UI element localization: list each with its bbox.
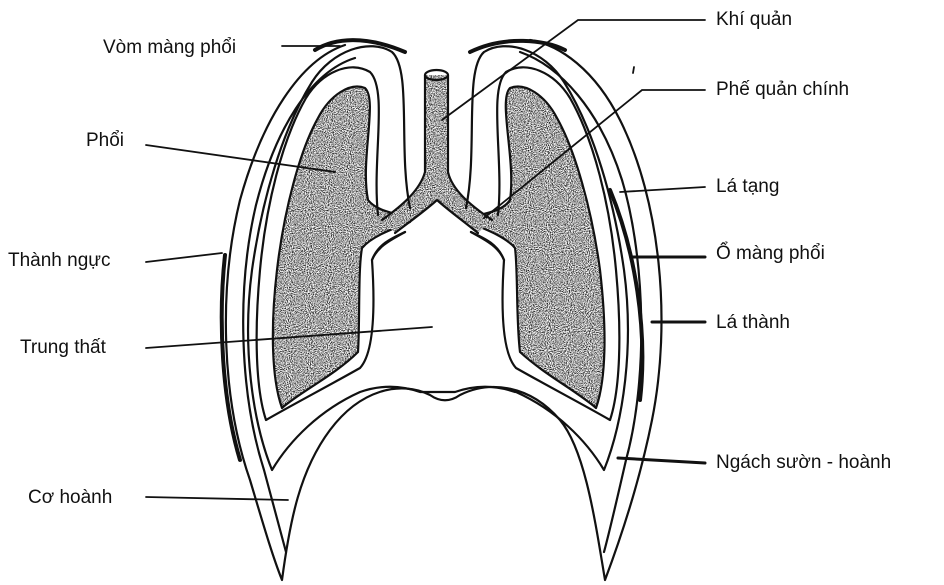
label-ngach-suon-hoanh: Ngách sườn - hoành	[716, 453, 891, 472]
stray-mark	[633, 67, 634, 73]
pleural-dome-right	[470, 41, 565, 52]
label-vom-mang-phoi: Vòm màng phổi	[103, 38, 236, 57]
label-co-hoanh: Cơ hoành	[28, 488, 112, 507]
label-la-tang: Lá tạng	[716, 177, 779, 196]
label-trung-that: Trung thất	[20, 338, 106, 357]
label-o-mang-phoi: Ổ màng phổi	[716, 244, 825, 263]
lung-right	[460, 80, 620, 420]
label-khi-quan: Khí quản	[716, 10, 792, 29]
label-thanh-nguc: Thành ngực	[8, 251, 111, 270]
label-phe-quan-chinh: Phế quản chính	[716, 80, 849, 99]
label-la-thanh: Lá thành	[716, 313, 790, 332]
thoracic-wall-accent-left	[222, 255, 240, 460]
label-phoi: Phổi	[86, 131, 124, 150]
